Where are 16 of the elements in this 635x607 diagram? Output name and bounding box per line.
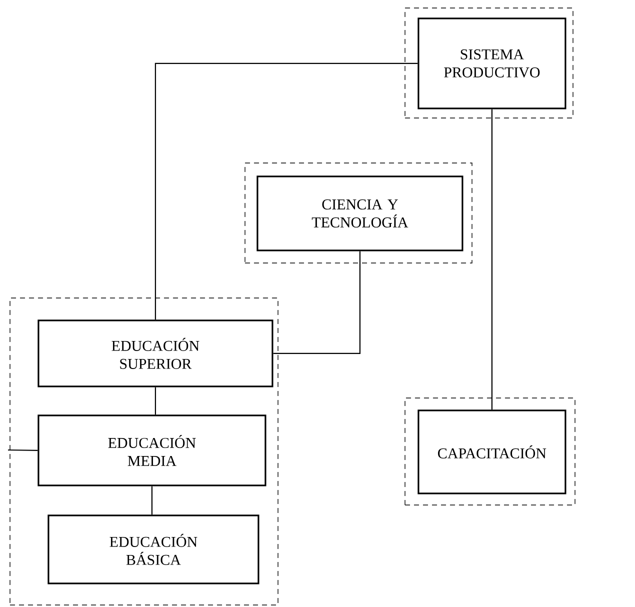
group-frame [404, 8, 574, 118]
group-frame [404, 398, 576, 506]
group-frame [244, 162, 472, 264]
process-box: EDUCACIÓN SUPERIOR [38, 320, 274, 388]
connector-line [151, 486, 152, 515]
connector-line [491, 109, 492, 410]
process-box: SISTEMA PRODUCTIVO [418, 18, 566, 110]
connector-line [154, 62, 418, 320]
connector-line [8, 449, 38, 451]
connector-line [273, 251, 360, 354]
process-box: EDUCACIÓN MEDIA [38, 414, 266, 486]
process-box: CIENCIA Y TECNOLOGÍA [256, 176, 464, 252]
connector-line [154, 387, 156, 415]
process-box: CAPACITACIÓN [418, 410, 566, 494]
process-box: EDUCACIÓN BÁSICA [48, 514, 260, 584]
group-frame [10, 298, 278, 606]
